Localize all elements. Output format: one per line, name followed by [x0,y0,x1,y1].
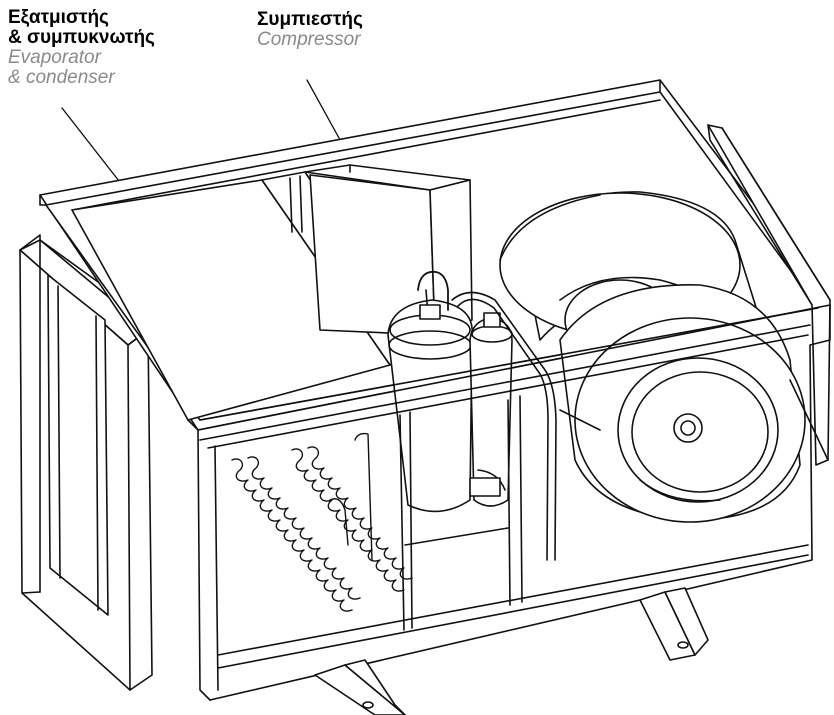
blower-fan-lower [560,285,805,522]
compressor-greek: Συμπιεστής [257,9,363,30]
compressor-label: Συμπιεστής Compressor [257,10,363,50]
electrical-box [290,165,472,335]
right-duct-flange [708,125,830,465]
evaporator-condenser-label: Εξατμιστής & συμπυκνωτής Evaporator & co… [8,8,155,88]
unit-front-frame [188,305,830,700]
evaporator-english-line1: Evaporator [8,47,101,68]
left-duct-flange [20,235,152,690]
compressor-english: Compressor [257,29,361,50]
mounting-feet [315,588,708,715]
evaporator-condenser-coils [232,434,412,611]
evaporator-greek-line2: & συμπυκνωτής [8,27,155,48]
evaporator-english-line2: & condenser [8,67,115,88]
evaporator-greek-line1: Εξατμιστής [8,7,109,28]
